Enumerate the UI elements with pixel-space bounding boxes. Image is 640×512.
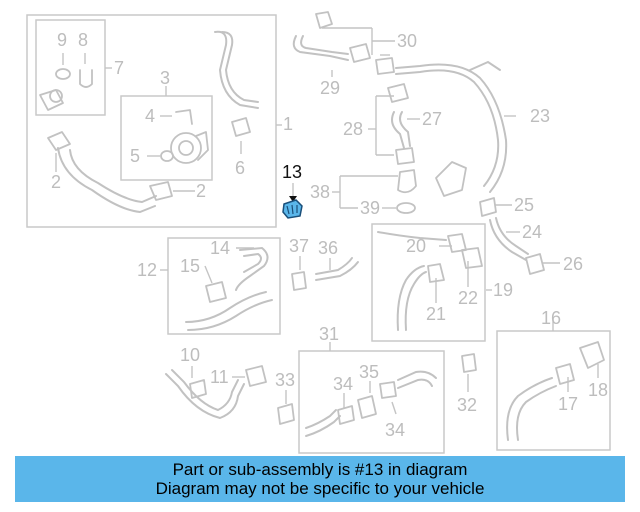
group-box-19 — [371, 223, 486, 342]
callout-9: 9 — [57, 30, 67, 50]
part-13-highlighted — [282, 199, 303, 219]
callout-16: 16 — [541, 308, 561, 328]
callout-29: 29 — [320, 78, 340, 98]
callout-33: 33 — [275, 370, 295, 390]
callout-13: 13 — [282, 162, 302, 182]
callout-19: 19 — [493, 280, 513, 300]
callout-27: 27 — [422, 109, 442, 129]
callout-17: 17 — [558, 394, 578, 414]
group-box-12 — [167, 237, 281, 335]
callout-37: 37 — [289, 236, 309, 256]
callout-34b: 34 — [385, 420, 405, 440]
callout-38: 38 — [310, 182, 330, 202]
callout-4: 4 — [145, 106, 155, 126]
callout-31: 31 — [319, 324, 339, 344]
part-drawings — [39, 11, 605, 441]
callout-11: 11 — [210, 367, 229, 387]
callout-21: 21 — [426, 304, 446, 324]
callout-25: 25 — [514, 195, 534, 215]
callout-28: 28 — [343, 119, 363, 139]
callout-22: 22 — [458, 288, 478, 308]
group-box-7 — [35, 19, 106, 116]
callout-14: 14 — [210, 238, 230, 258]
callout-8: 8 — [78, 30, 88, 50]
group-box-31 — [298, 350, 445, 454]
callout-39: 39 — [360, 198, 380, 218]
callout-7: 7 — [114, 58, 124, 78]
banner-line-1: Part or sub-assembly is #13 in diagram — [172, 460, 468, 479]
callout-5: 5 — [130, 146, 140, 166]
leader-lines — [55, 27, 599, 415]
callout-10: 10 — [180, 345, 200, 365]
callout-20: 20 — [406, 236, 426, 256]
info-banner: Part or sub-assembly is #13 in diagram D… — [15, 456, 625, 502]
group-box-1 — [26, 14, 277, 228]
callout-numbers: 1 2 2 3 4 5 6 7 8 9 10 11 12 13 14 15 16… — [51, 30, 608, 440]
callout-12: 12 — [137, 260, 157, 280]
callout-23: 23 — [530, 106, 550, 126]
callout-15: 15 — [180, 256, 200, 276]
callout-35: 35 — [359, 362, 379, 382]
callout-6: 6 — [235, 158, 245, 178]
callout-34a: 34 — [333, 374, 353, 394]
callout-2a: 2 — [51, 172, 61, 192]
banner-line-2: Diagram may not be specific to your vehi… — [155, 479, 485, 498]
callout-1: 1 — [283, 114, 293, 134]
callout-32: 32 — [457, 395, 477, 415]
callout-30: 30 — [397, 31, 417, 51]
callout-18: 18 — [588, 380, 608, 400]
callout-24: 24 — [522, 222, 542, 242]
callout-2b: 2 — [196, 181, 206, 201]
callout-36: 36 — [318, 238, 338, 258]
callout-3: 3 — [160, 68, 170, 88]
callout-26: 26 — [563, 254, 583, 274]
